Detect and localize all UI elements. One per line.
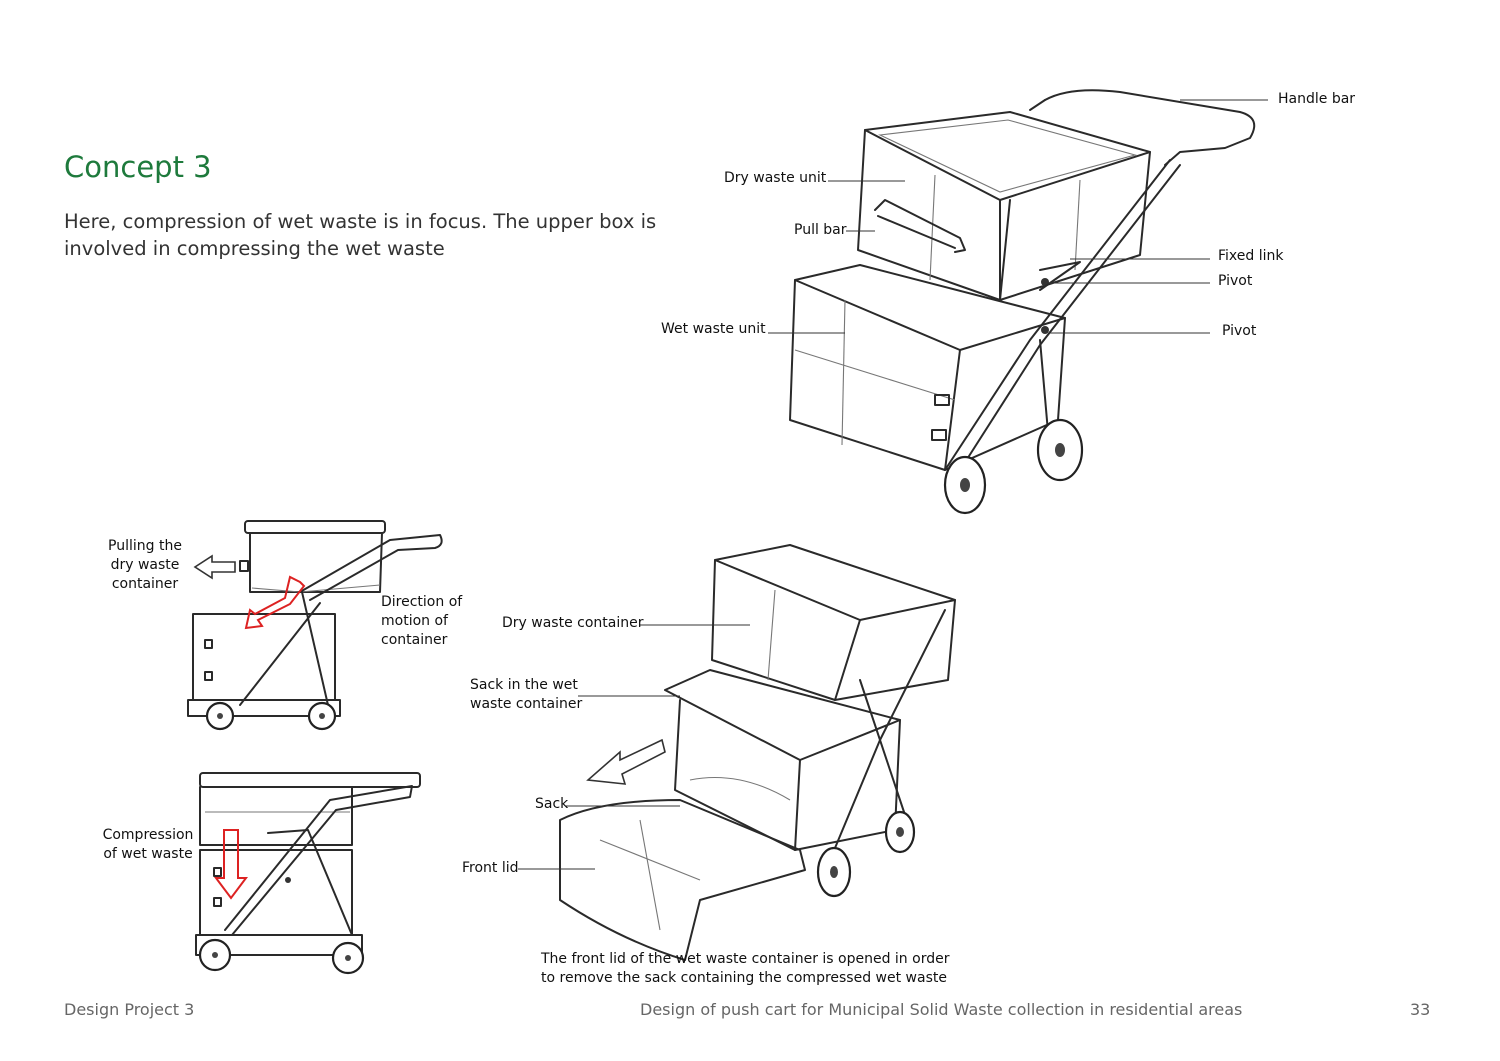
label-direction-of-motion: Direction of motion of container xyxy=(381,593,462,650)
label-direction-line-2: motion of xyxy=(381,613,448,629)
label-fixed-link: Fixed link xyxy=(1218,248,1284,264)
label-pulling-container: Pulling the dry waste container xyxy=(100,537,190,594)
compression-sketch xyxy=(195,772,421,975)
label-pulling-line-3: container xyxy=(111,576,179,592)
label-direction-line-3: container xyxy=(381,632,448,648)
caption-line-1: The front lid of the wet waste container… xyxy=(541,951,950,967)
label-compression: Compression of wet waste xyxy=(100,826,196,864)
page-description: Here, compression of wet waste is in foc… xyxy=(64,210,657,260)
open-lid-sketch xyxy=(518,544,956,961)
label-compression-line-2: of wet waste xyxy=(103,846,193,862)
label-pulling-line-1: Pulling the xyxy=(108,538,182,554)
label-pivot-lower: Pivot xyxy=(1222,323,1257,339)
caption-line-2: to remove the sack containing the compre… xyxy=(541,970,947,986)
label-compression-line-1: Compression xyxy=(102,827,194,843)
footer-course: Design Project 3 xyxy=(64,1000,195,1019)
label-sack: Sack xyxy=(535,796,569,812)
label-pull-bar: Pull bar xyxy=(794,222,847,238)
footer-page-number: 33 xyxy=(1410,1000,1431,1019)
label-front-lid: Front lid xyxy=(462,860,519,876)
label-dry-waste-unit: Dry waste unit xyxy=(724,170,827,186)
label-sack-in-wet-line-2: waste container xyxy=(470,696,583,712)
label-wet-waste-unit: Wet waste unit xyxy=(661,321,766,337)
label-sack-in-wet-line-1: Sack in the wet xyxy=(470,677,578,693)
label-dry-waste-container: Dry waste container xyxy=(502,615,644,631)
label-sack-in-wet-container: Sack in the wet waste container xyxy=(470,676,582,714)
page-title: Concept 3 xyxy=(64,150,212,184)
pulling-sketch xyxy=(187,520,443,731)
main-cart-sketch xyxy=(768,89,1268,515)
label-pulling-line-2: dry waste xyxy=(110,557,180,573)
sketch-caption: The front lid of the wet waste container… xyxy=(541,950,949,988)
label-handle-bar: Handle bar xyxy=(1278,91,1356,107)
label-pivot-upper: Pivot xyxy=(1218,273,1253,289)
label-direction-line-1: Direction of xyxy=(381,594,463,610)
footer-project-title: Design of push cart for Municipal Solid … xyxy=(640,1000,1243,1019)
